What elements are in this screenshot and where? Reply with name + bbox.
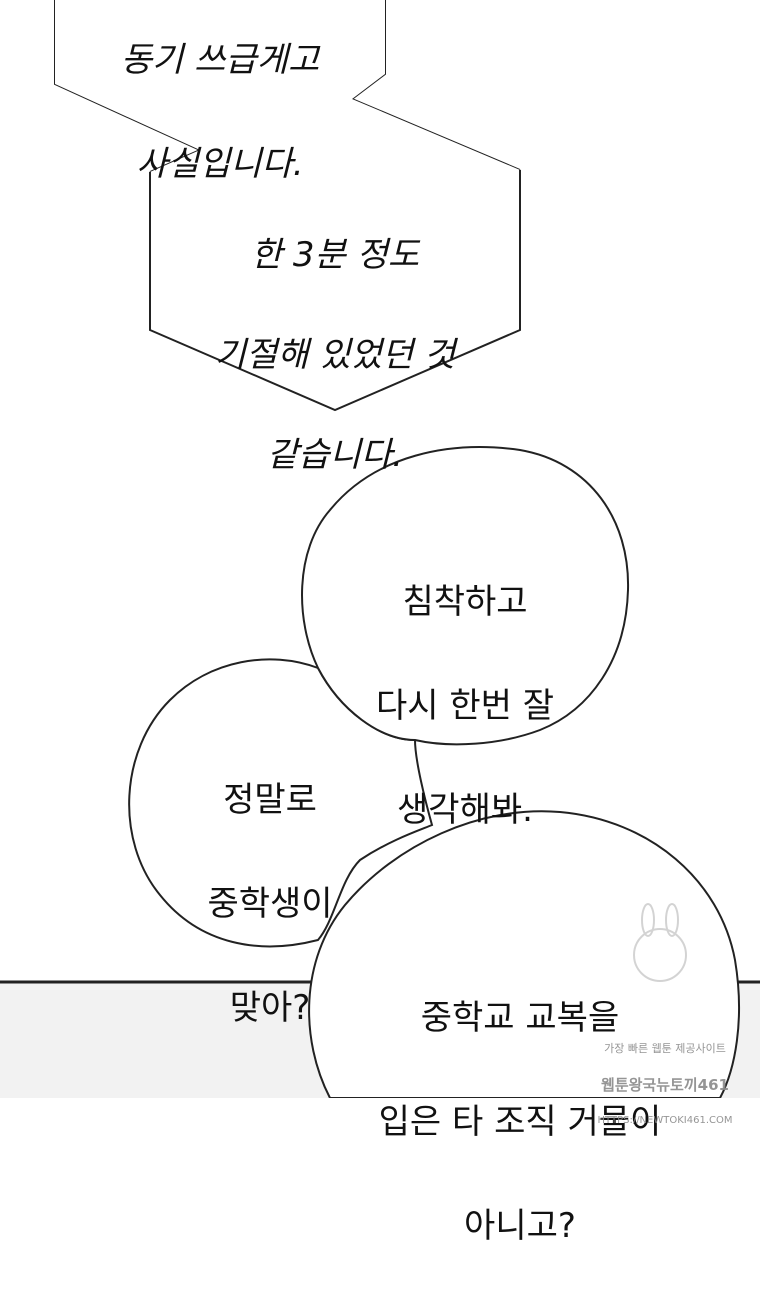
top-bubble-line-1: 동기 쓰급게고	[120, 40, 320, 80]
hex-bubble-line-2: 기절해 있었던 것	[214, 335, 456, 375]
watermark-rabbit-icon	[633, 903, 687, 982]
cloud-b-line-2: 중학생이	[207, 884, 333, 924]
cloud-a-text: 침착하고 다시 한번 잘 생각해봐.	[330, 524, 600, 888]
cloud-c-line-3: 아니고?	[464, 1206, 576, 1246]
hex-bubble-line-1: 한 3분 정도	[250, 235, 420, 275]
cloud-b-line-3: 맞아?	[229, 988, 311, 1028]
cloud-bubble-c	[308, 810, 740, 1098]
hex-bubble-outline	[149, 170, 521, 412]
cloud-bubble-b	[128, 658, 434, 948]
watermark-line-2: 웹툰왕국뉴토끼461	[601, 1076, 729, 1094]
top-bubble-line-2: 사실입니다.	[136, 144, 304, 184]
hex-bubble-line-3: 같습니다.	[267, 435, 403, 475]
cloud-bubble-a	[301, 446, 630, 746]
watermark: 가장 빠른 웹툰 제공사이트 웹툰왕국뉴토끼461 HTTPS://NEWTOK…	[590, 1022, 740, 1148]
cloud-c-line-1: 중학교 교복을	[420, 998, 620, 1038]
cloud-b-line-1: 정말로	[223, 780, 317, 820]
cloud-a-line-2: 다시 한번 잘	[375, 686, 554, 726]
cloud-a-line-3: 생각해봐.	[397, 790, 533, 830]
hex-speech-bubble	[55, 0, 520, 410]
watermark-line-1: 가장 빠른 웹툰 제공사이트	[604, 1042, 726, 1055]
cloud-b-text: 정말로 중학생이 맞아?	[160, 722, 380, 1086]
watermark-line-3: HTTPS://NEWTOKI461.COM	[597, 1115, 733, 1126]
hex-bubble-text: 한 3분 정도 기절해 있었던 것 같습니다.	[170, 180, 500, 530]
cloud-a-line-1: 침착하고	[402, 582, 528, 622]
comic-panel-scene	[0, 0, 760, 1098]
top-bubble-text: 동기 쓰급게고 사실입니다.	[70, 0, 370, 242]
